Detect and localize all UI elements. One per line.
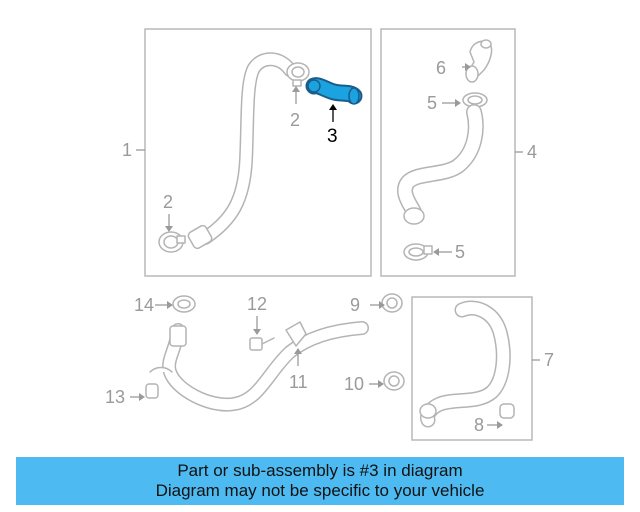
arrow-5-lower (433, 248, 439, 256)
callout-12: 12 (247, 294, 267, 314)
arrow-10 (378, 380, 384, 388)
part-5-clamp-lower (403, 243, 433, 261)
callout-5-upper: 5 (427, 93, 437, 113)
part-13-fitting (145, 383, 159, 399)
part-2-clamp-upper (286, 62, 310, 87)
arrow-13 (139, 393, 145, 401)
callout-8: 8 (474, 415, 484, 435)
arrow-6 (465, 63, 471, 71)
arrow-9 (379, 301, 385, 309)
callout-2-upper: 2 (290, 110, 300, 130)
banner-line-2: Diagram may not be specific to your vehi… (155, 481, 485, 500)
callout-4: 4 (527, 142, 537, 162)
callout-9: 9 (350, 295, 360, 315)
callout-10: 10 (344, 374, 364, 394)
arrow-5-upper (455, 99, 461, 107)
part-9-clamp (381, 293, 403, 313)
part-1-hose (187, 52, 297, 250)
arrow-2-upper (292, 86, 300, 92)
part-10-clamp (383, 371, 405, 391)
arrow-8 (497, 421, 503, 429)
arrow-2-lower (165, 226, 173, 232)
arrow-11 (294, 348, 302, 354)
callout-5-lower: 5 (455, 242, 465, 262)
callout-1: 1 (122, 140, 132, 160)
arrow-12 (253, 329, 261, 335)
callout-2-lower: 2 (163, 192, 173, 212)
part-7-hose (419, 300, 511, 428)
banner-line-1: Part or sub-assembly is #3 in diagram (177, 461, 463, 480)
callout-11: 11 (289, 372, 308, 392)
part-3-highlighted-hose (305, 77, 363, 105)
part-11-pipe (149, 321, 369, 412)
arrow-14 (167, 301, 173, 309)
part-12-bolt (249, 337, 275, 351)
arrow-3 (329, 104, 337, 110)
part-8-clamp (499, 403, 515, 419)
part-14-clamp (172, 295, 196, 313)
part-2-clamp-lower (158, 231, 186, 253)
callout-3: 3 (327, 126, 338, 147)
group-box-4 (380, 28, 516, 277)
callout-14: 14 (134, 295, 154, 315)
group-box-1 (144, 28, 372, 277)
group-box-7 (411, 296, 533, 441)
info-banner: Part or sub-assembly is #3 in diagram Di… (16, 457, 624, 505)
part-4-hose (397, 104, 484, 225)
part-6-connector (465, 39, 493, 83)
callout-13: 13 (105, 387, 125, 407)
callout-7: 7 (544, 350, 554, 370)
callout-6: 6 (436, 58, 446, 78)
